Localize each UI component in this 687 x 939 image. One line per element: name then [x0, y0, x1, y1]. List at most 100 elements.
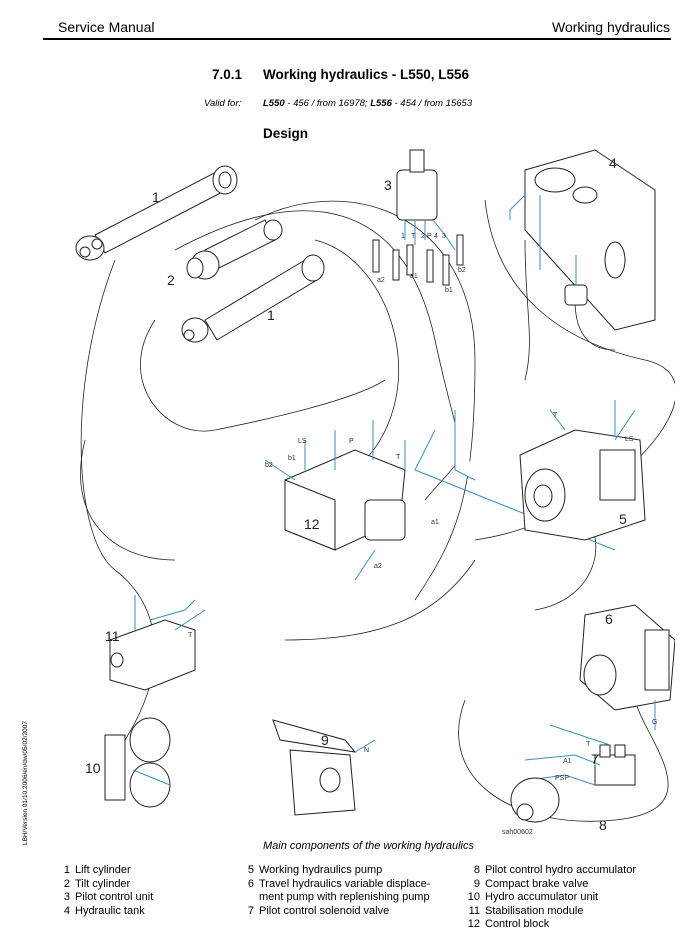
hose	[458, 699, 669, 822]
tilt-cylinder	[186, 219, 283, 280]
port-label: A1	[563, 758, 572, 765]
callout-2: 2	[167, 272, 175, 288]
legend-text: Compact brake valve	[485, 877, 589, 890]
valid-model-2: L556	[370, 98, 392, 109]
lift-cylinder-upper	[75, 165, 238, 261]
callout-3: 3	[384, 177, 392, 193]
legend-item: 7 Pilot control solenoid valve	[240, 905, 430, 919]
legend-item: ment pump with replenishing pump	[240, 891, 430, 905]
legend-number: 7	[247, 904, 254, 917]
callout-9: 9	[321, 732, 329, 748]
travel-pump	[579, 604, 675, 730]
port-label: T	[411, 233, 416, 240]
hose	[140, 319, 386, 432]
callout-12: 12	[304, 516, 320, 532]
port-label: 4	[434, 233, 438, 240]
section-number: 7.0.1	[212, 67, 243, 82]
legend-number: 8	[473, 864, 480, 876]
callout-6: 6	[605, 611, 613, 627]
port-label: LS	[298, 438, 307, 445]
legend-item: 1 Lift cylinder	[56, 864, 153, 878]
legend-text: Tilt cylinder	[75, 877, 131, 890]
working-hydraulics-pump	[519, 400, 646, 541]
port-label: 3	[442, 233, 446, 240]
stabilisation-module	[109, 595, 206, 691]
valid-rest-2: - 454 / from 15653	[391, 98, 473, 109]
legend-number: 3	[63, 891, 70, 904]
legend-text: Lift cylinder	[75, 864, 131, 876]
pilot-control-unit	[372, 149, 464, 286]
pilot-control-solenoid-valve	[524, 724, 636, 786]
port-label: PSP	[555, 775, 569, 782]
legend-text: Travel hydraulics variable displace-	[259, 877, 431, 890]
legend-number	[240, 891, 254, 905]
callout-8: 8	[599, 817, 607, 833]
header-right: Working hydraulics	[551, 19, 670, 35]
legend-text: Hydraulic tank	[75, 904, 145, 917]
valid-for-label: Valid for:	[204, 98, 242, 109]
port-label: LS	[625, 436, 634, 443]
pilot-control-hydro-accumulator	[510, 777, 560, 823]
legend-text: Hydro accumulator unit	[485, 891, 599, 904]
legend-text: Pilot control unit	[75, 891, 154, 904]
figure-id: sah00602	[502, 829, 533, 836]
callout-7: 7	[591, 751, 599, 767]
port-label: N	[364, 747, 369, 754]
compact-brake-valve	[272, 719, 376, 816]
callout-1b: 1	[267, 307, 275, 323]
legend-number: 9	[473, 877, 480, 890]
hose	[284, 559, 476, 641]
port-label: a2	[374, 563, 382, 570]
callout-4: 4	[609, 155, 617, 171]
hose	[254, 200, 476, 601]
legend-text: Control block	[485, 918, 550, 931]
callout-11: 11	[105, 628, 120, 644]
legend-number: 1	[63, 864, 70, 876]
valid-model-1: L550	[263, 98, 285, 109]
valid-for-value: L550 - 456 / from 16978; L556 - 454 / fr…	[263, 98, 472, 109]
legend-number: 5	[247, 864, 254, 876]
port-label: a1	[410, 273, 418, 280]
legend-item: 4 Hydraulic tank	[56, 905, 153, 919]
section-title: Working hydraulics - L550, L556	[263, 67, 470, 82]
hydraulics-diagram: 1 2 3 4 5 6 7 8 9 10 11 12 1 a2 a1 b1 b2…	[75, 149, 675, 836]
legend-text: Working hydraulics pump	[259, 864, 383, 876]
version-note: LBH/Version 01/10.2006/en/dw/05/02/2007	[22, 721, 29, 845]
port-labels: a2 a1 b1 b2 1 T 2 P 4 3 LS P T b2 b1 a1 …	[188, 233, 657, 836]
legend-number: 4	[63, 904, 70, 917]
hose	[314, 239, 399, 471]
legend-text: Stabilisation module	[485, 904, 584, 917]
port-label: b1	[288, 455, 296, 462]
legend-text: Pilot control solenoid valve	[259, 904, 390, 917]
legend-item: 9 Compact brake valve	[466, 878, 636, 892]
legend-number: 6	[247, 877, 254, 890]
header-left: Service Manual	[58, 19, 155, 35]
subheading: Design	[263, 126, 309, 141]
port-label: b1	[445, 287, 453, 294]
port-label: P	[427, 233, 432, 240]
legend-item: 3 Pilot control unit	[56, 891, 153, 905]
port-label: b2	[458, 267, 466, 274]
callouts: 1 2 3 4 5 6 7 8 9 10 11 12 1	[85, 155, 627, 833]
legend-item: 6 Travel hydraulics variable displace-	[240, 877, 431, 892]
callout-10: 10	[85, 760, 101, 776]
port-label: a2	[377, 277, 385, 284]
header-rule	[43, 38, 671, 40]
callout-1: 1	[152, 189, 160, 205]
control-block	[264, 410, 616, 581]
port-label: T	[586, 741, 591, 748]
port-label: T	[188, 632, 193, 639]
port-label: T	[553, 412, 558, 419]
port-label: a1	[431, 519, 439, 526]
hydraulic-tank	[509, 149, 656, 331]
hose	[524, 239, 530, 381]
port-label: P	[349, 438, 354, 445]
hose	[80, 439, 176, 561]
